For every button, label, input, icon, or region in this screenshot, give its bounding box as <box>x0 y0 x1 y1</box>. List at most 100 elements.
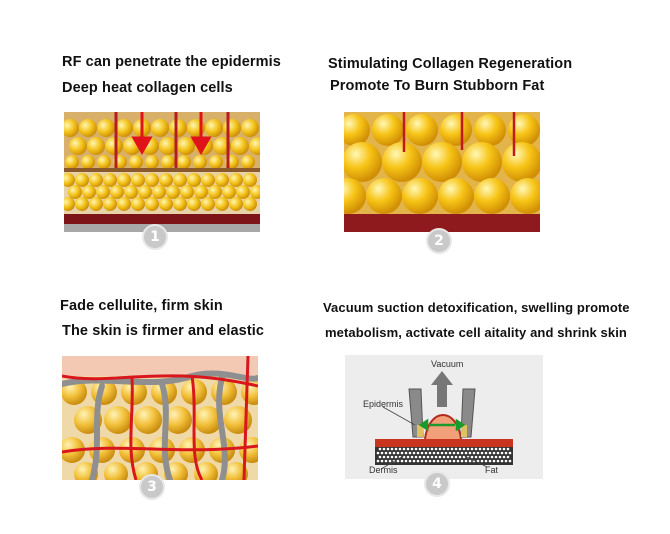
fat-dot <box>424 451 428 455</box>
fat-cell <box>474 178 510 214</box>
fat-dot <box>464 451 468 455</box>
fat-cell <box>180 185 194 199</box>
fat-cell <box>249 137 260 155</box>
fat-cell <box>187 173 201 187</box>
fat-cell <box>231 137 249 155</box>
fat-dot <box>378 447 382 451</box>
fat-dot <box>460 451 464 455</box>
fat-dot <box>408 459 412 463</box>
fat-dot <box>418 447 422 451</box>
epidermis-label: Epidermis <box>363 399 404 409</box>
fat-dot <box>426 447 430 451</box>
fat-cell <box>75 173 89 187</box>
fat-dot <box>446 455 450 459</box>
fat-dot <box>398 447 402 451</box>
fat-dot <box>456 459 460 463</box>
fat-cell <box>159 197 173 211</box>
fat-dot <box>492 459 496 463</box>
fat-cell <box>87 137 105 155</box>
fat-dot <box>478 447 482 451</box>
vacuum-label: Vacuum <box>431 359 464 369</box>
fat-dot <box>448 451 452 455</box>
fat-cell <box>79 119 97 137</box>
fat-cell <box>131 197 145 211</box>
fat-dot <box>452 451 456 455</box>
fat-dot <box>454 455 458 459</box>
fat-dot <box>406 447 410 451</box>
fat-dot <box>492 451 496 455</box>
fat-cell <box>177 155 191 169</box>
fat-dot <box>460 459 464 463</box>
fat-cell <box>159 137 177 155</box>
fat-cell <box>177 137 195 155</box>
fat-dot <box>440 459 444 463</box>
fat-cell <box>438 178 474 214</box>
fat-dot <box>498 455 502 459</box>
fat-dot <box>502 447 506 451</box>
fat-cell <box>64 197 75 211</box>
fat-dot <box>420 451 424 455</box>
fat-cell <box>211 379 237 405</box>
fat-cell <box>161 155 175 169</box>
panel4-step-badge: 4 <box>424 471 450 497</box>
fat-dot <box>504 451 508 455</box>
fat-cell <box>159 173 173 187</box>
fat-dot <box>474 455 478 459</box>
fat-dot <box>484 451 488 455</box>
fat-cell <box>129 155 143 169</box>
panel1-illustration: 1 <box>64 112 260 250</box>
fat-cell <box>110 185 124 199</box>
fat-dot <box>422 447 426 451</box>
panel3-caption-line2: The skin is firmer and elastic <box>62 323 265 339</box>
fat-cell <box>508 114 540 146</box>
fat-cell <box>215 173 229 187</box>
fat-cell <box>215 197 229 211</box>
fat-cell <box>344 142 382 182</box>
fat-dot <box>400 459 404 463</box>
fat-cell <box>208 185 222 199</box>
fat-cell <box>152 185 166 199</box>
fat-cell <box>474 114 506 146</box>
fat-dot <box>448 459 452 463</box>
panel2-caption-line1: Stimulating Collagen Regeneration <box>328 56 573 72</box>
fat-cell <box>344 178 366 214</box>
fat-cell <box>82 185 96 199</box>
fat-dot <box>402 447 406 451</box>
fat-dot <box>472 451 476 455</box>
fat-cell <box>104 462 128 480</box>
fat-dot <box>490 455 494 459</box>
fat-cell <box>194 406 222 434</box>
fat-dot <box>410 455 414 459</box>
fat-cell <box>121 379 147 405</box>
fat-cell <box>194 185 208 199</box>
fat-dot <box>508 459 512 463</box>
fat-dot <box>430 447 434 451</box>
fat-dot <box>388 451 392 455</box>
fat-dot <box>440 451 444 455</box>
fat-cell <box>229 173 243 187</box>
fat-cell <box>224 462 248 480</box>
fat-dot <box>456 451 460 455</box>
fat-dot <box>418 455 422 459</box>
fat-dot <box>494 455 498 459</box>
fat-dot <box>488 451 492 455</box>
fat-dot <box>408 451 412 455</box>
fat-dot <box>480 451 484 455</box>
panel3-step-badge: 3 <box>139 474 165 500</box>
fat-cell <box>406 114 438 146</box>
fat-dot <box>388 459 392 463</box>
fat-cell <box>138 185 152 199</box>
fat-cell <box>115 119 133 137</box>
fat-dot <box>500 451 504 455</box>
fat-cell <box>510 178 540 214</box>
fat-dot <box>482 447 486 451</box>
fat-dot <box>480 459 484 463</box>
fat-dot <box>462 447 466 451</box>
fat-dot <box>378 455 382 459</box>
fat-cell <box>440 114 472 146</box>
fat-cell <box>344 114 370 146</box>
fat-dot <box>438 447 442 451</box>
fat-dot <box>416 451 420 455</box>
fat-cell <box>145 155 159 169</box>
fat-dot <box>494 447 498 451</box>
